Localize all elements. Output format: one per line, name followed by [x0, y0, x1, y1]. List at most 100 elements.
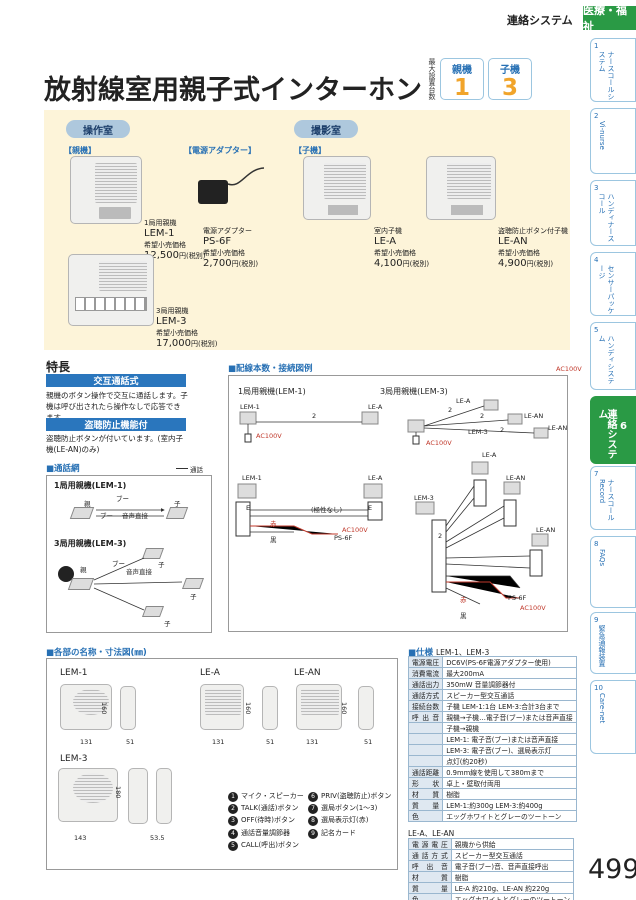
dims-lem1-side: [120, 686, 136, 730]
network-oya1: 親: [84, 500, 91, 508]
sidebar-tab-number: 5: [594, 326, 599, 334]
wiring-red-a: 赤: [270, 520, 277, 528]
spec-value: 点灯(約20秒): [442, 755, 577, 767]
wiring-ac-a: AC100V: [256, 432, 282, 440]
feature1-title: 交互通話式: [46, 374, 186, 387]
sidebar-tab-number: 1: [594, 42, 599, 50]
spec-key: [407, 722, 444, 734]
spec-row: 呼出音電子音(ブー)音、音声直接呼出: [408, 860, 575, 872]
header-tag: 医療・福祉: [583, 4, 636, 33]
sidebar-tab-label: 連絡システム: [596, 409, 616, 459]
spec-key: 質量: [408, 882, 452, 894]
master-capacity-label: 親機: [452, 65, 472, 76]
dims-lem3-side: [128, 768, 148, 824]
spec-value: DC6V(PS-6F電源アダプター使用): [442, 656, 577, 668]
spec-row: 接続台数子機 LEM-1:1台 LEM-3:合計3台まで: [407, 700, 577, 712]
wiring-bottom-left-lines: [235, 483, 383, 537]
spec-value: 子機 LEM-1:1台 LEM-3:合計3台まで: [442, 700, 577, 712]
sidebar-tab-label: ナースコールシステム: [598, 51, 615, 100]
spec-key: 接続台数: [407, 700, 444, 712]
wiring-lea-c: LE-A: [368, 474, 383, 482]
wiring-two-b1: 2: [448, 406, 453, 414]
dims-title: ■各部の名称・寸法図(㎜): [46, 648, 147, 658]
wiring-lem1-c: LEM-1: [242, 474, 262, 482]
spec-row: 色エッグホワイトとグレーのツートーン: [407, 810, 577, 822]
network-pushbutton-icon: [58, 566, 74, 582]
lean-device-image: [426, 156, 496, 220]
sidebar-tab-label: ハンディシステム: [598, 335, 615, 384]
wiring-bottom-right-lines: [415, 461, 549, 605]
dims-lem1-w: 131: [80, 738, 93, 746]
spec-value: 樹脂: [442, 788, 577, 800]
dims-lem3-d: 53.5: [150, 834, 165, 842]
sidebar-tab-number: 4: [594, 256, 599, 264]
dims-lean-d: 51: [364, 738, 373, 746]
lea-product-info: 室内子機 LE-A 希望小売価格 4,100円(税別): [374, 227, 430, 269]
spec-value: スピーカー型交互通話: [442, 689, 577, 701]
spec-row: LEM-1: 電子音(ブー)または音声直接: [407, 733, 577, 745]
master-capacity-count: 1: [453, 75, 470, 101]
adapter-device-image: [198, 180, 228, 204]
slave-capacity-count: 3: [501, 75, 518, 101]
slave-capacity-box: 子機 3: [488, 58, 532, 100]
spec-value: エッグホワイトとグレーのツートーン: [450, 893, 575, 900]
network-blue3: ブー: [112, 560, 125, 568]
network-voice3: 音声直接: [126, 568, 152, 576]
feature2-text: 盗聴防止ボタンが付いています。(室内子機(LE-AN)のみ): [46, 434, 183, 454]
sidebar-tab-label: 緊急通報装置: [598, 625, 606, 667]
wiring-lean-b1: LE-AN: [524, 412, 544, 420]
network-sub2: 3局用親機(LEM-3): [54, 539, 127, 548]
lea-device-image: [303, 156, 371, 220]
dims-lem3-w: 143: [74, 834, 87, 842]
spec-key: 材質: [408, 871, 452, 883]
spec-row: LEM-3: 電子音(ブー)、選局表示灯: [407, 744, 577, 756]
network-legend-line: [176, 468, 188, 469]
spec-value: 0.9mm線を使用して380mまで: [442, 766, 577, 778]
wiring-frame: [228, 375, 568, 632]
adapter-label: 【電源アダプター】: [184, 146, 256, 155]
wiring-e1: E: [246, 504, 251, 512]
spec-key: 通話距離: [407, 766, 444, 778]
dims-lea-h: 160: [244, 702, 252, 715]
capacity-side-label: 最大設置台数: [428, 58, 436, 100]
features-title: 特長: [46, 360, 71, 374]
spec-key: 色: [408, 893, 452, 900]
sidebar-tab-6[interactable]: 6連絡システム6: [590, 396, 636, 464]
dims-frame: [46, 658, 398, 870]
network-legend: 通話: [190, 466, 203, 474]
sidebar-tab-label: ナースコールRecord: [598, 479, 615, 521]
dims-lem3-front: [58, 768, 118, 822]
sidebar-active-number: 6: [620, 421, 627, 432]
dims-lem1-front: [60, 684, 112, 730]
wiring-ac-d: AC100V: [520, 604, 546, 612]
wiring-ac-c: AC100V: [342, 526, 368, 534]
spec-key: 消費電流: [407, 667, 444, 679]
lem1-device-image: [70, 156, 142, 224]
spec-value: エッグホワイトとグレーのツートーン: [442, 810, 577, 822]
spec-key: 通話方式: [407, 689, 444, 701]
spec-key: 色: [407, 810, 444, 822]
network-call-arrows1: [96, 508, 165, 517]
spec-row: 形状卓上・壁取付両用: [407, 777, 577, 789]
network-call-arrows3: [93, 557, 183, 611]
network-blue1: ブー: [116, 495, 129, 503]
wiring-lea-d: LE-A: [482, 451, 497, 459]
wiring-top-left-lines: [239, 411, 379, 443]
dims-lean-h: 160: [340, 702, 348, 715]
wiring-title: ■配線本数・接続図例: [228, 364, 313, 374]
feature1-text: 親機のボタン操作で交互に通話します。子機は呼び出されたら操作なしで応答できます。: [46, 391, 188, 422]
wiring-red-b: 赤: [460, 596, 467, 604]
spec-key: 通話出力: [407, 678, 444, 690]
